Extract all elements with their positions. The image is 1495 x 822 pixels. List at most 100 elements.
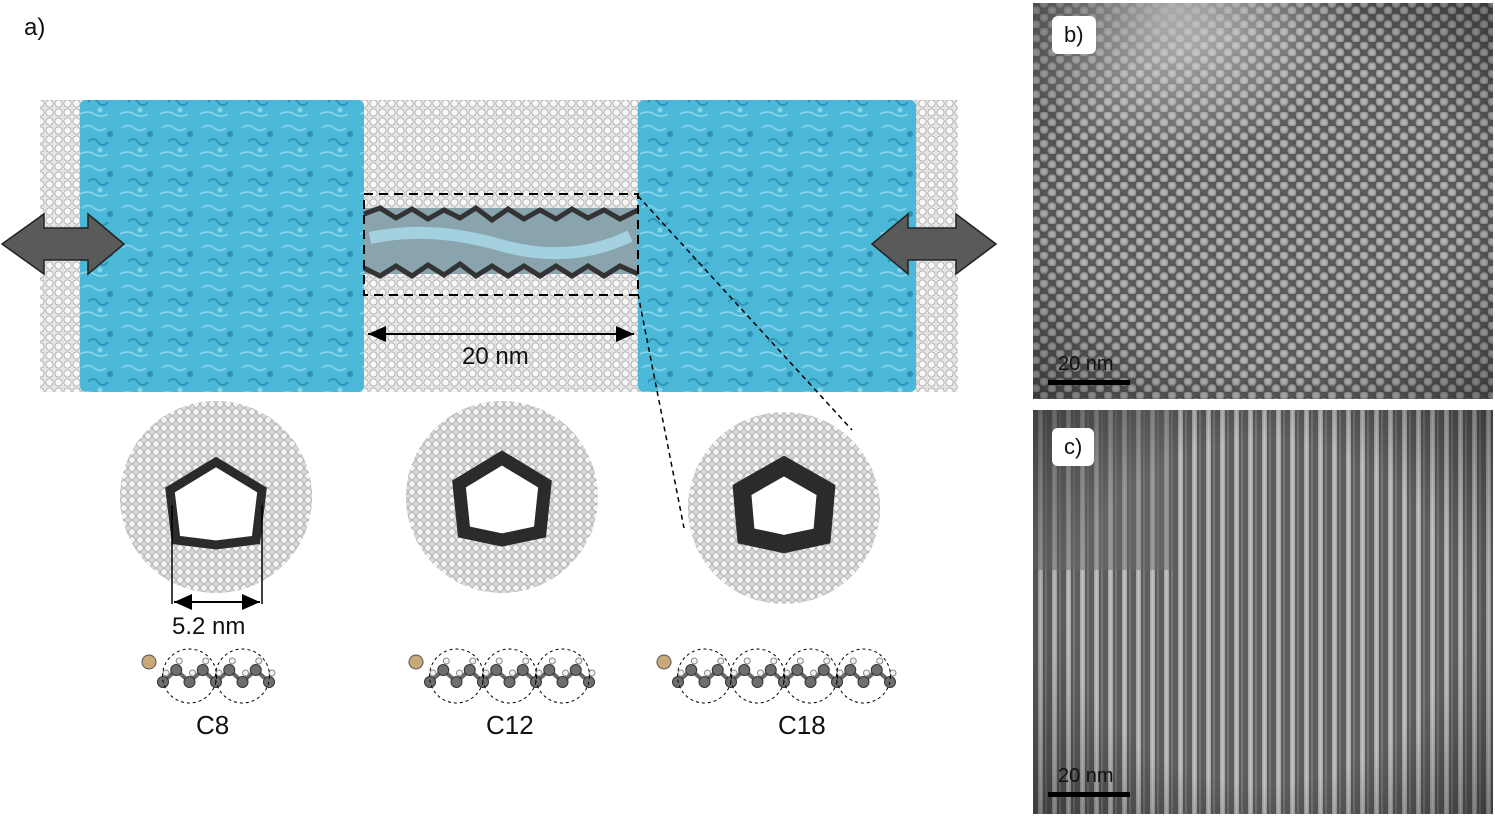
carbon-atom — [738, 664, 751, 676]
cross-section-c18 — [688, 412, 880, 604]
hydrogen-atom — [548, 657, 556, 665]
hydrogen-atom — [189, 669, 196, 677]
segment-circle — [482, 648, 537, 704]
carbon-atom — [183, 676, 196, 688]
carbon-atom — [170, 664, 183, 676]
hydrogen-atom — [783, 669, 791, 677]
hydrogen-atom — [456, 669, 463, 677]
water-reservoir-left — [80, 100, 364, 392]
carbon-atom — [569, 664, 582, 676]
hydrogen-atom — [743, 657, 751, 665]
carbon-atom — [516, 664, 529, 676]
hydrogen-atom — [704, 669, 711, 677]
segment-circle — [162, 648, 217, 704]
segment-circle — [429, 648, 484, 704]
hydrogen-atom — [509, 669, 516, 677]
panel-b-label: b) — [1052, 16, 1096, 54]
carbon-atom — [857, 676, 870, 688]
hydrogen-atom — [730, 669, 738, 677]
carbon-atom — [791, 664, 804, 676]
hydrogen-atom — [215, 669, 223, 677]
carbon-atom — [698, 676, 711, 688]
scale-label-c: 20 nm — [1058, 765, 1114, 787]
zoom-box — [363, 193, 639, 296]
panel-a-label: a) — [24, 14, 46, 41]
carbon-atom — [463, 664, 476, 676]
hydrogen-atom — [495, 657, 503, 665]
hydrogen-atom — [162, 669, 170, 677]
molecule-c18 — [656, 648, 897, 704]
diameter-label: 5.2 nm — [172, 613, 246, 640]
hydrogen-atom — [717, 657, 725, 665]
hydrogen-atom — [876, 657, 884, 665]
hydrogen-atom — [255, 657, 263, 665]
carbon-atom — [437, 664, 450, 676]
length-label: 20 nm — [462, 343, 529, 370]
carbon-atom — [503, 676, 516, 688]
water-reservoir-right — [638, 100, 916, 392]
head-atom — [141, 654, 157, 670]
scale-label-b: 20 nm — [1058, 353, 1114, 375]
carbon-atom — [223, 664, 236, 676]
segment-circle — [535, 648, 590, 704]
head-atom — [656, 654, 672, 670]
hydrogen-atom — [836, 669, 844, 677]
carbon-atom — [870, 664, 883, 676]
hydrogen-atom — [175, 657, 183, 665]
carbon-atom — [844, 664, 857, 676]
head-atom — [408, 654, 424, 670]
hydrogen-atom — [823, 657, 831, 665]
molecule-label-c12: C12 — [486, 710, 534, 740]
segment-circle — [215, 648, 270, 704]
segment-circle — [677, 648, 732, 704]
carbon-atom — [450, 676, 463, 688]
hydrogen-atom — [690, 657, 698, 665]
molecule-c12 — [408, 648, 596, 704]
segment-circle — [836, 648, 891, 704]
carbon-atom — [817, 664, 830, 676]
hydrogen-atom — [770, 657, 778, 665]
carbon-atom — [685, 664, 698, 676]
hydrogen-atom — [588, 669, 596, 677]
molecule-label-c18: C18 — [778, 710, 826, 740]
hydrogen-atom — [482, 669, 490, 677]
carbon-atom — [764, 664, 777, 676]
hydrogen-atom — [863, 669, 870, 677]
molecule-c8 — [141, 648, 276, 704]
hydrogen-atom — [757, 669, 764, 677]
tem-image-c — [1033, 410, 1493, 814]
molecule-row — [141, 648, 897, 704]
hydrogen-atom — [889, 669, 897, 677]
carbon-atom — [543, 664, 556, 676]
carbon-atom — [751, 676, 764, 688]
simulation-box — [0, 100, 998, 529]
hydrogen-atom — [202, 657, 210, 665]
hydrogen-atom — [522, 657, 530, 665]
hydrogen-atom — [849, 657, 857, 665]
hydrogen-atom — [429, 669, 437, 677]
hydrogen-atom — [677, 669, 685, 677]
hydrogen-atom — [242, 669, 249, 677]
carbon-atom — [490, 664, 503, 676]
left-double-arrow-icon — [0, 212, 126, 276]
cross-section-c8 — [120, 401, 312, 610]
right-double-arrow-icon — [870, 212, 998, 276]
segment-circle — [783, 648, 838, 704]
carbon-atom — [711, 664, 724, 676]
carbon-atom — [196, 664, 209, 676]
panel-c-label: c) — [1052, 428, 1095, 466]
carbon-atom — [804, 676, 817, 688]
carbon-atom — [249, 664, 262, 676]
hydrogen-atom — [268, 669, 276, 677]
hydrogen-atom — [562, 669, 569, 677]
molecule-label-c8: C8 — [196, 710, 230, 740]
hydrogen-atom — [796, 657, 804, 665]
hydrogen-atom — [228, 657, 236, 665]
carbon-atom — [236, 676, 249, 688]
scale-bar-c — [1048, 792, 1130, 797]
hydrogen-atom — [535, 669, 543, 677]
hydrogen-atom — [575, 657, 583, 665]
hydrogen-atom — [442, 657, 450, 665]
hydrogen-atom — [469, 657, 477, 665]
